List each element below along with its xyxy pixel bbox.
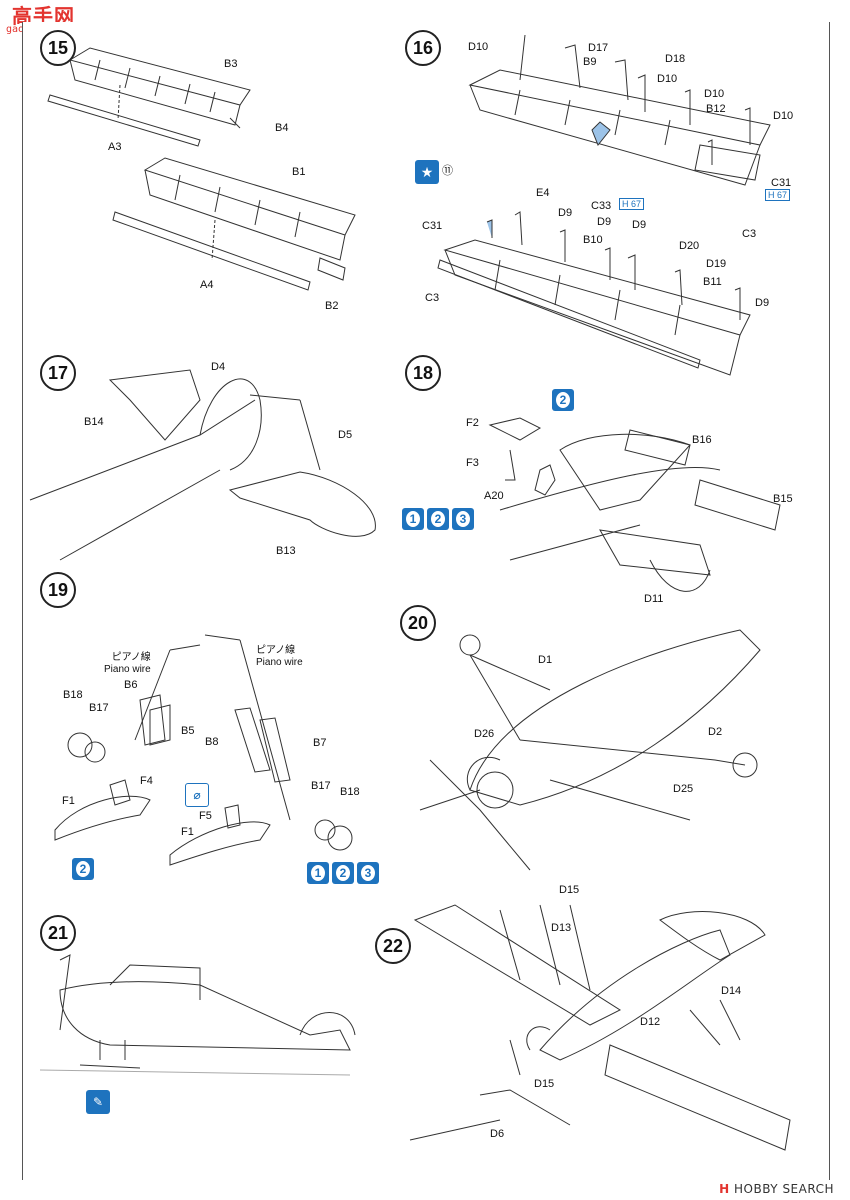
- part-label: A4: [200, 279, 214, 291]
- part-label: B2: [325, 300, 339, 312]
- part-label: D9: [755, 297, 770, 309]
- part-label: B7: [313, 737, 327, 749]
- tail-top-drawing: [488, 417, 781, 592]
- part-label: B16: [692, 434, 712, 446]
- part-label: B18: [340, 786, 360, 798]
- color-code-badge: 2: [72, 858, 94, 880]
- part-label: D14: [721, 985, 742, 997]
- part-label: B6: [124, 679, 138, 691]
- wing-b3-drawing: [47, 47, 251, 147]
- part-label: D9: [632, 219, 647, 231]
- color-code-badge: 1: [402, 508, 424, 530]
- paint-ref-tag: H 67: [765, 189, 791, 201]
- part-label: C3: [742, 228, 757, 240]
- part-label: B8: [205, 736, 219, 748]
- part-label: D17: [588, 42, 609, 54]
- part-label: D10: [468, 41, 489, 53]
- part-label: D25: [673, 783, 694, 795]
- part-label: C31: [422, 220, 443, 232]
- apply-glue-icon: ✎: [86, 1090, 110, 1114]
- hobbysearch-logo-icon: H: [719, 1182, 730, 1196]
- paint-ref-tag: H 67: [619, 198, 645, 210]
- part-label: D10: [704, 88, 725, 100]
- piano-wire-note: ピアノ線 Piano wire: [256, 645, 303, 668]
- decal-number: ⑪: [442, 165, 453, 177]
- part-label: B9: [583, 56, 597, 68]
- cement-icon: ⌀: [185, 783, 209, 807]
- part-label: F4: [140, 775, 153, 787]
- step-number-17: 17: [40, 355, 76, 391]
- part-label: B13: [276, 545, 296, 557]
- struts-assembly-drawing: [409, 904, 791, 1151]
- part-label: D4: [211, 361, 226, 373]
- color-code-badge: 1: [307, 862, 329, 884]
- part-label: B10: [583, 234, 603, 246]
- landing-gear-drawing: [54, 634, 353, 866]
- aircraft-side-drawing: [39, 954, 356, 1076]
- part-label: B15: [773, 493, 793, 505]
- part-label: D1: [538, 654, 553, 666]
- part-label: D13: [551, 922, 572, 934]
- fuselage-gear-drawing: [419, 629, 761, 871]
- part-label: D2: [708, 726, 723, 738]
- part-label: B11: [703, 276, 722, 288]
- step-number-18: 18: [405, 355, 441, 391]
- part-label: D10: [657, 73, 678, 85]
- wing-b12-drawing: [468, 34, 771, 186]
- hobbysearch-watermark: H HOBBY SEARCH: [719, 1182, 834, 1196]
- part-label: D15: [559, 884, 580, 896]
- part-label: B5: [181, 725, 195, 737]
- part-label: C3: [425, 292, 440, 304]
- step-number-15: 15: [40, 30, 76, 66]
- wing-b11-drawing: [437, 211, 751, 376]
- part-label: B1: [292, 166, 306, 178]
- color-code-badge: 2: [332, 862, 354, 884]
- part-label: D20: [679, 240, 700, 252]
- step-number-16: 16: [405, 30, 441, 66]
- part-label: F2: [466, 417, 479, 429]
- decal-star-icon: ★: [415, 160, 439, 184]
- part-label: B17: [311, 780, 331, 792]
- part-label: D5: [338, 429, 353, 441]
- part-label: B14: [84, 416, 104, 428]
- part-label: D19: [706, 258, 727, 270]
- part-label: C33: [591, 200, 612, 212]
- part-label: D12: [640, 1016, 661, 1028]
- part-label: D18: [665, 53, 686, 65]
- color-code-badge: 2: [427, 508, 449, 530]
- step-number-22: 22: [375, 928, 411, 964]
- part-label: B12: [706, 103, 726, 115]
- color-code-badge: 3: [452, 508, 474, 530]
- part-label: A20: [484, 490, 504, 502]
- part-label: D9: [597, 216, 612, 228]
- color-code-badge: 2: [552, 389, 574, 411]
- tail-drawing: [29, 369, 376, 561]
- part-label: C31: [771, 177, 792, 189]
- part-label: D11: [644, 593, 664, 605]
- part-label: B17: [89, 702, 109, 714]
- part-label: B3: [224, 58, 238, 70]
- part-label: B4: [275, 122, 289, 134]
- color-code-badge: 3: [357, 862, 379, 884]
- step-number-19: 19: [40, 572, 76, 608]
- part-label: D10: [773, 110, 794, 122]
- instruction-page: [22, 22, 830, 1180]
- part-label: F1: [62, 795, 75, 807]
- part-label: F5: [199, 810, 212, 822]
- part-label: F3: [466, 457, 479, 469]
- part-label: A3: [108, 141, 122, 153]
- part-label: D26: [474, 728, 495, 740]
- footer-site-name: HOBBY SEARCH: [734, 1182, 834, 1196]
- part-label: E4: [536, 187, 550, 199]
- part-label: D9: [558, 207, 573, 219]
- part-label: D15: [534, 1078, 555, 1090]
- step-number-21: 21: [40, 915, 76, 951]
- part-label: D6: [490, 1128, 505, 1140]
- part-label: F1: [181, 826, 194, 838]
- piano-wire-note: ピアノ線 Piano wire: [104, 652, 151, 675]
- wing-b1-drawing: [112, 157, 356, 291]
- part-label: B18: [63, 689, 83, 701]
- step-number-20: 20: [400, 605, 436, 641]
